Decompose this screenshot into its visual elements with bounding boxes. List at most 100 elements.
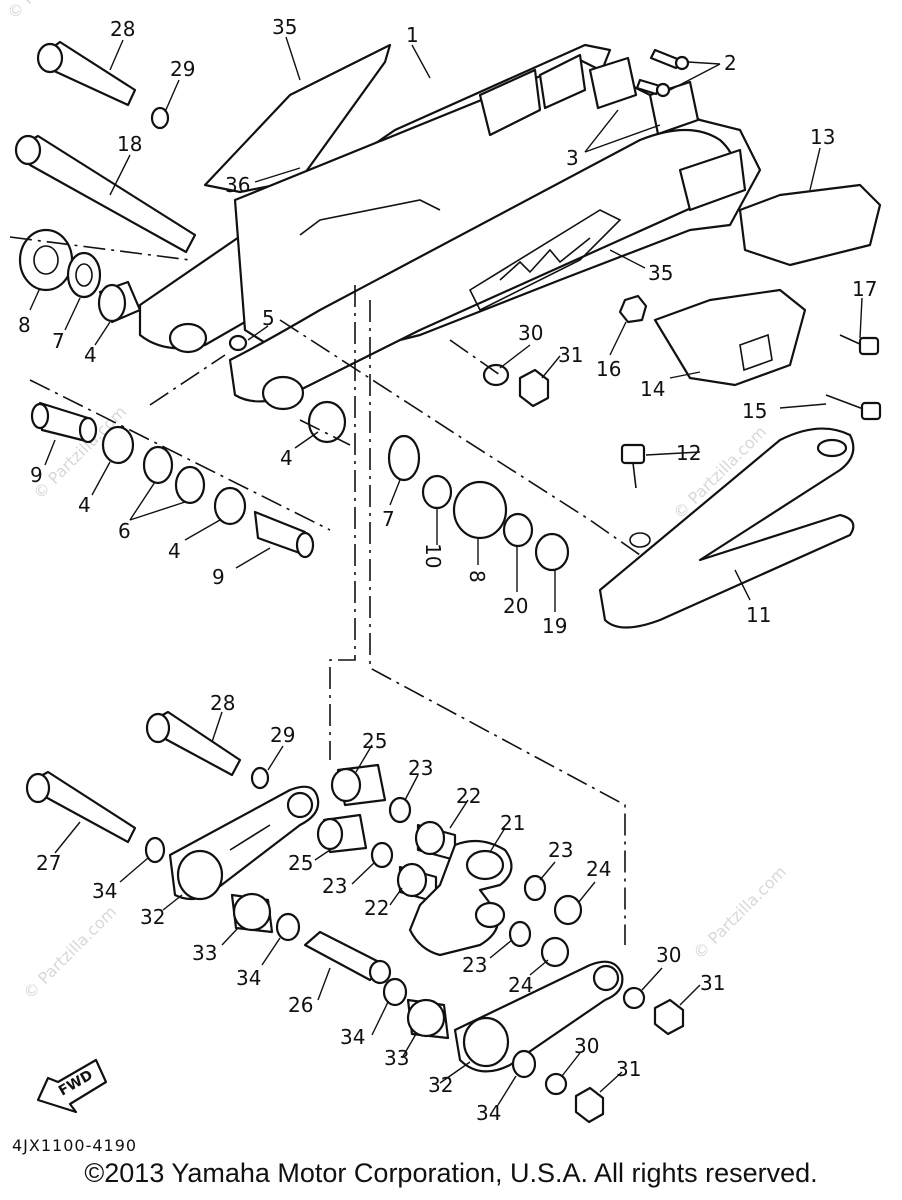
watermark: © Partzilla.com: [689, 862, 790, 963]
watermark: © Partzilla.com: [19, 902, 120, 1003]
collar-26[interactable]: [303, 930, 392, 985]
callout-34d: 34: [476, 1101, 501, 1125]
copyright-notice: ©2013 Yamaha Motor Corporation, U.S.A. A…: [84, 1158, 818, 1188]
watermark: © Partzilla.com: [3, 0, 104, 23]
callout-9b: 9: [212, 565, 225, 589]
oil-seal-34d[interactable]: [511, 1049, 537, 1079]
pivot-shaft-18[interactable]: [14, 134, 197, 254]
bolt-17[interactable]: [839, 334, 880, 356]
collar-9-upper[interactable]: [30, 401, 98, 444]
nut-16[interactable]: [618, 294, 648, 324]
leader-lines: [29, 36, 863, 1106]
callout-numbers: 28 29 35 1 2 3 18 13 36 35 17 5 30 31 16…: [18, 15, 877, 1125]
callout-36: 36: [225, 173, 250, 197]
oil-seal-34[interactable]: [275, 912, 301, 942]
bolt-27[interactable]: [25, 770, 137, 844]
chain-guide[interactable]: [738, 183, 882, 267]
connecting-rod-right[interactable]: [453, 960, 624, 1073]
washer-30-mid[interactable]: [622, 986, 646, 1010]
oil-seal-23d[interactable]: [508, 920, 532, 948]
washer-29[interactable]: [150, 106, 170, 130]
chain-guide-bracket[interactable]: [653, 288, 807, 387]
nut-31-lower[interactable]: [574, 1086, 605, 1124]
collar-24a[interactable]: [553, 894, 583, 926]
callout-22b: 22: [364, 896, 389, 920]
collar-33-upper[interactable]: [230, 892, 274, 934]
callout-19: 19: [542, 614, 567, 638]
washer-20[interactable]: [502, 512, 534, 548]
callout-28b: 28: [210, 691, 235, 715]
oil-seal-23c[interactable]: [523, 874, 547, 902]
callout-2: 2: [724, 51, 737, 75]
callout-14: 14: [640, 377, 665, 401]
callout-28: 28: [110, 17, 135, 41]
collar-33-lower[interactable]: [406, 998, 450, 1040]
bearing-set-left[interactable]: [18, 228, 142, 324]
callout-34: 34: [92, 879, 117, 903]
callout-31b: 31: [700, 971, 725, 995]
washer-30-lower[interactable]: [544, 1072, 568, 1096]
spacer-8[interactable]: [452, 480, 508, 540]
callout-17: 17: [852, 277, 877, 301]
callout-11: 11: [746, 603, 771, 627]
bolts-2[interactable]: [635, 48, 690, 98]
callout-27: 27: [36, 851, 61, 875]
washer-29-lower[interactable]: [250, 766, 270, 790]
callout-15: 15: [742, 399, 767, 423]
callout-22: 22: [456, 784, 481, 808]
callout-7b: 7: [382, 507, 395, 531]
callout-24b: 24: [508, 973, 533, 997]
callout-33b: 33: [384, 1046, 409, 1070]
diagram-code: 4JX1100-4190: [12, 1136, 138, 1155]
callout-23b: 23: [548, 838, 573, 862]
bearing-22-upper[interactable]: [414, 820, 457, 862]
callout-1: 1: [406, 23, 419, 47]
bolt-15[interactable]: [825, 394, 882, 421]
collar-19[interactable]: [534, 532, 570, 572]
callout-5: 5: [262, 306, 275, 330]
callout-9: 9: [30, 463, 43, 487]
callout-18: 18: [117, 132, 142, 156]
callout-3: 3: [566, 146, 579, 170]
nut-31-mid[interactable]: [653, 998, 685, 1036]
relay-arm[interactable]: [598, 427, 855, 629]
callout-31: 31: [558, 343, 583, 367]
bolt-12[interactable]: [620, 443, 646, 489]
bearing-22-lower[interactable]: [396, 862, 438, 904]
oil-seal-7[interactable]: [387, 434, 421, 482]
callout-29b: 29: [270, 723, 295, 747]
washer-30-upper[interactable]: [482, 363, 510, 387]
bolt-28-lower[interactable]: [145, 710, 242, 777]
bushing-25-lower[interactable]: [316, 813, 368, 854]
callout-4: 4: [84, 343, 97, 367]
oil-seal-34c[interactable]: [382, 977, 408, 1007]
washer-10[interactable]: [421, 474, 453, 510]
oil-seal-23b[interactable]: [370, 841, 394, 869]
collar-9-lower[interactable]: [253, 510, 315, 559]
callout-23: 23: [408, 756, 433, 780]
bushing-25-upper[interactable]: [330, 763, 387, 807]
connecting-rod-left[interactable]: [168, 785, 320, 901]
relay-arm-21[interactable]: [408, 839, 513, 957]
forward-arrow-icon: FWD: [36, 1058, 108, 1114]
bearing-set-middle[interactable]: [101, 425, 247, 526]
pivot-bolt-28[interactable]: [36, 40, 137, 107]
callout-34c: 34: [340, 1025, 365, 1049]
callout-35b: 35: [648, 261, 673, 285]
oil-seal-34b[interactable]: [144, 836, 166, 864]
callout-8: 8: [18, 313, 31, 337]
callout-30c: 30: [574, 1034, 599, 1058]
oil-seal-23a[interactable]: [388, 796, 412, 824]
bolt-5[interactable]: [228, 334, 248, 352]
callout-16: 16: [596, 357, 621, 381]
collar-24b[interactable]: [540, 936, 570, 968]
chain-guard-upper[interactable]: [203, 43, 392, 194]
callout-10: 10: [421, 543, 445, 568]
callout-4b: 4: [78, 493, 91, 517]
assembly-lines: [9, 236, 641, 945]
callout-31c: 31: [616, 1057, 641, 1081]
bearing-4-right[interactable]: [307, 400, 347, 444]
callout-12: 12: [676, 441, 701, 465]
callout-25: 25: [362, 729, 387, 753]
nut-31-upper[interactable]: [518, 368, 550, 408]
